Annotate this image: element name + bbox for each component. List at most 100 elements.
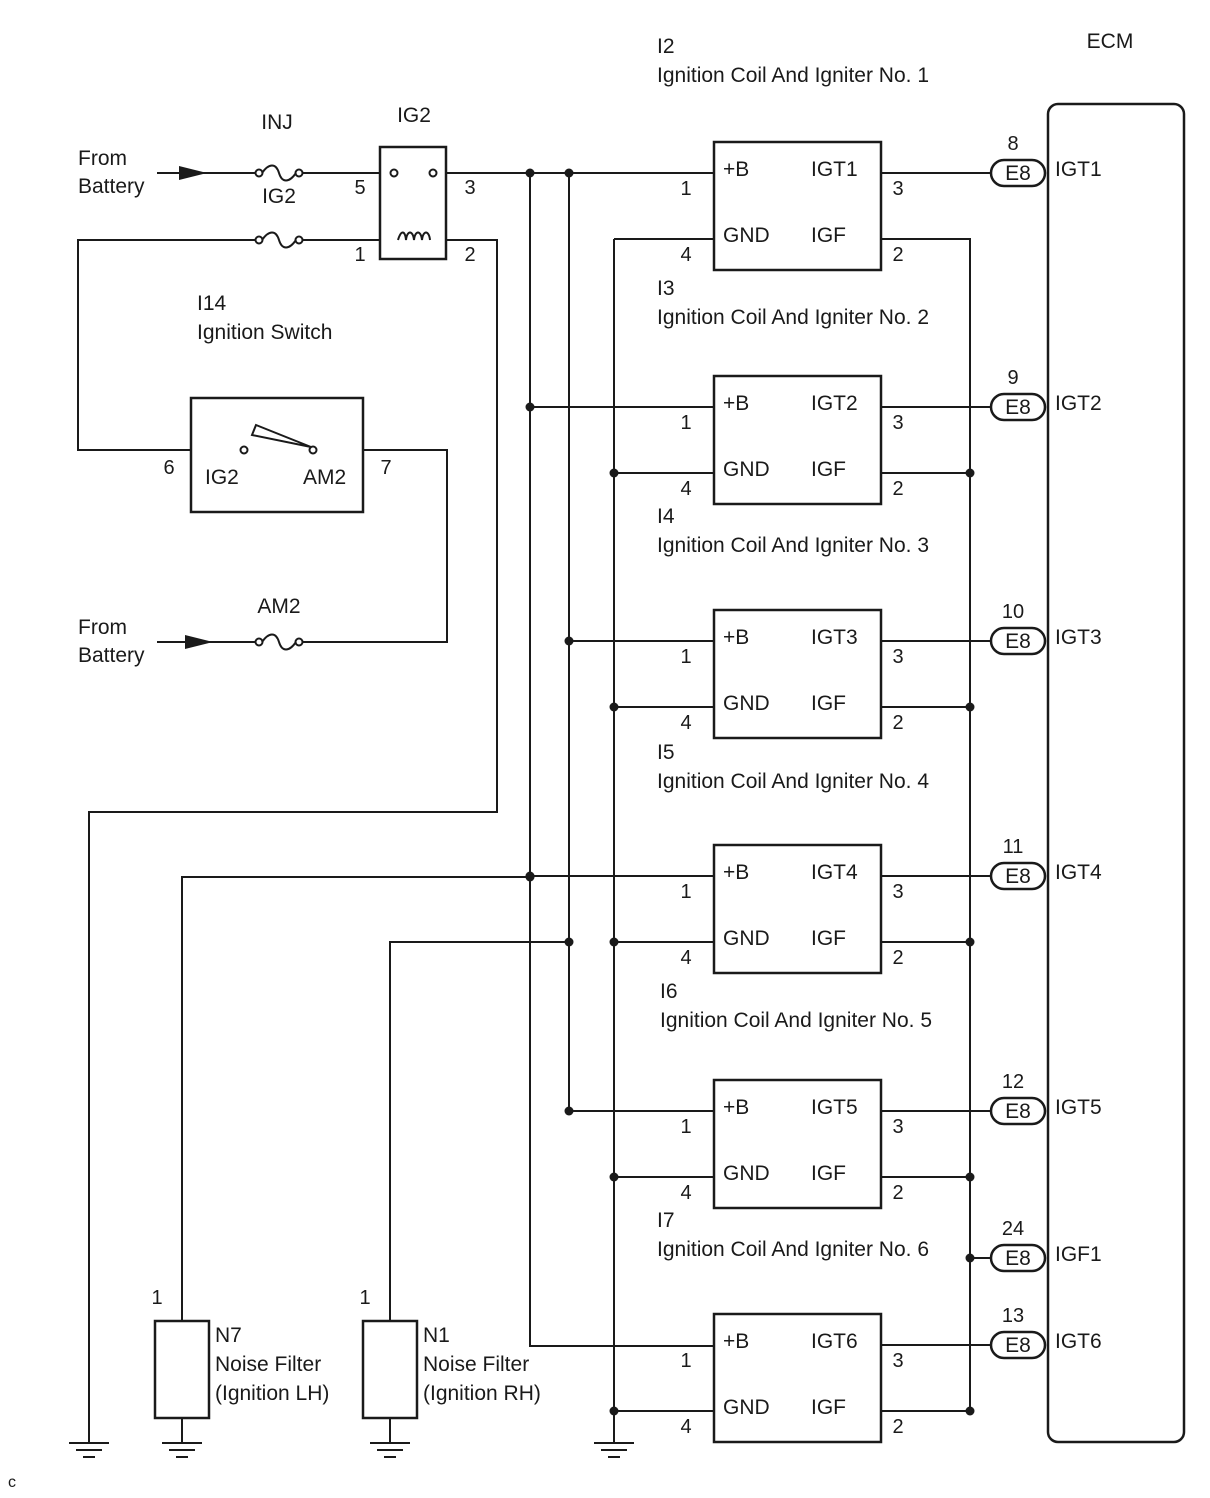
fuse-icon [261, 231, 297, 249]
coil-terminal-igf: IGF [811, 1162, 846, 1185]
battery-label-1: From [78, 147, 127, 170]
connector-label: E8 [1005, 1247, 1031, 1270]
coil-code: I4 [657, 505, 675, 528]
noise-filter-side: (Ignition LH) [215, 1382, 329, 1405]
switch-contact [308, 445, 318, 455]
pin-gnd: 4 [680, 1416, 691, 1438]
coil-box-5 [712, 1078, 883, 1210]
ecm-terminal: IGT2 [1055, 392, 1102, 415]
connector-icon [989, 1096, 1047, 1126]
ecm-pin: 12 [1002, 1071, 1024, 1093]
coil-terminal-b: +B [723, 392, 749, 415]
ecm-pin: 9 [1007, 367, 1018, 389]
relay-pin-1: 1 [354, 244, 365, 266]
connector-label: E8 [1005, 396, 1031, 419]
coil-name: Ignition Coil And Igniter No. 3 [657, 534, 929, 557]
connector-label: E8 [1005, 630, 1031, 653]
noise-filter-wire [181, 876, 530, 1321]
bus-a [529, 173, 714, 1347]
relay-label: IG2 [397, 104, 431, 127]
relay-pin-3: 3 [464, 177, 475, 199]
ig-switch-wire [77, 239, 258, 451]
relay-coil-icon [397, 231, 431, 241]
fuse-terminal [254, 637, 264, 647]
coil-terminal-b: +B [723, 158, 749, 181]
pin-b: 1 [680, 1116, 691, 1138]
noise-filter-pin: 1 [359, 1287, 370, 1309]
coil-terminal-igf: IGF [811, 692, 846, 715]
battery-label-2b: Battery [78, 644, 145, 667]
connector-icon [989, 861, 1047, 891]
noise-filter-code: N7 [215, 1324, 242, 1347]
connector-icon [989, 626, 1047, 656]
switch-terminal-ig2: IG2 [205, 466, 239, 489]
pin-gnd: 4 [680, 947, 691, 969]
ground-symbol [370, 1442, 410, 1458]
pin-gnd: 4 [680, 244, 691, 266]
coil-terminal-igt: IGT2 [811, 392, 858, 415]
coil-box-4 [712, 843, 883, 975]
ecm-pin: 10 [1002, 601, 1024, 623]
noise-filter-name: Noise Filter [215, 1353, 321, 1376]
pin-b: 1 [680, 412, 691, 434]
junction-dot [564, 168, 574, 178]
switch-pin-7: 7 [380, 457, 391, 479]
noise-filter-name: Noise Filter [423, 1353, 529, 1376]
relay-ground-wire [88, 239, 498, 1443]
fuse-terminal [254, 235, 264, 245]
pin-b: 1 [680, 646, 691, 668]
coil-terminal-igf: IGF [811, 1396, 846, 1419]
noise-filter-box [361, 1319, 419, 1420]
connector-label: E8 [1005, 865, 1031, 888]
junction-dot [609, 1172, 619, 1182]
fuse-ig2-label: IG2 [262, 185, 296, 208]
coil-name: Ignition Coil And Igniter No. 2 [657, 306, 929, 329]
noise-filter-wire [389, 941, 569, 1321]
arrow-icon [185, 635, 213, 649]
junction-dot [525, 402, 535, 412]
coil-name: Ignition Coil And Igniter No. 1 [657, 64, 929, 87]
noise-filter-code: N1 [423, 1324, 450, 1347]
coil-name: Ignition Coil And Igniter No. 6 [657, 1238, 929, 1261]
switch-pin-6: 6 [163, 457, 174, 479]
coil-terminal-gnd: GND [723, 1162, 770, 1185]
pin-b: 1 [680, 1350, 691, 1372]
noise-filter-box [153, 1319, 211, 1420]
fuse-icon [261, 164, 297, 182]
coil-terminal-igt: IGT6 [811, 1330, 858, 1353]
am2-wire [300, 449, 448, 643]
junction-dot [564, 937, 574, 947]
pin-igt: 3 [892, 646, 903, 668]
pin-igt: 3 [892, 1116, 903, 1138]
battery-label-2: From [78, 616, 127, 639]
ecm-terminal: IGT4 [1055, 861, 1102, 884]
pin-igt: 3 [892, 1350, 903, 1372]
coil-terminal-b: +B [723, 1330, 749, 1353]
relay-contact [428, 168, 438, 178]
ignition-switch-code: I14 [197, 292, 227, 315]
components [69, 102, 1186, 1458]
ecm-pin: 13 [1002, 1305, 1024, 1327]
fuse-terminal [294, 168, 304, 178]
coil-terminal-igf: IGF [811, 458, 846, 481]
ground-symbol [162, 1442, 202, 1458]
coil-terminal-igf: IGF [811, 927, 846, 950]
junction-dot [525, 872, 535, 882]
coil-terminal-gnd: GND [723, 1396, 770, 1419]
ig2-relay-box [378, 145, 448, 261]
pin-igf: 2 [892, 244, 903, 266]
pin-igf: 2 [892, 947, 903, 969]
ecm-terminal: IGT6 [1055, 1330, 1102, 1353]
coil-terminal-gnd: GND [723, 224, 770, 247]
junction-dot [965, 702, 975, 712]
switch-terminal-am2: AM2 [303, 466, 346, 489]
coil-terminal-igf: IGF [811, 224, 846, 247]
battery-label-1b: Battery [78, 175, 145, 198]
coil-terminal-igt: IGT3 [811, 626, 858, 649]
relay-pin-5: 5 [354, 177, 365, 199]
coil-terminal-gnd: GND [723, 927, 770, 950]
coil-code: I2 [657, 35, 675, 58]
